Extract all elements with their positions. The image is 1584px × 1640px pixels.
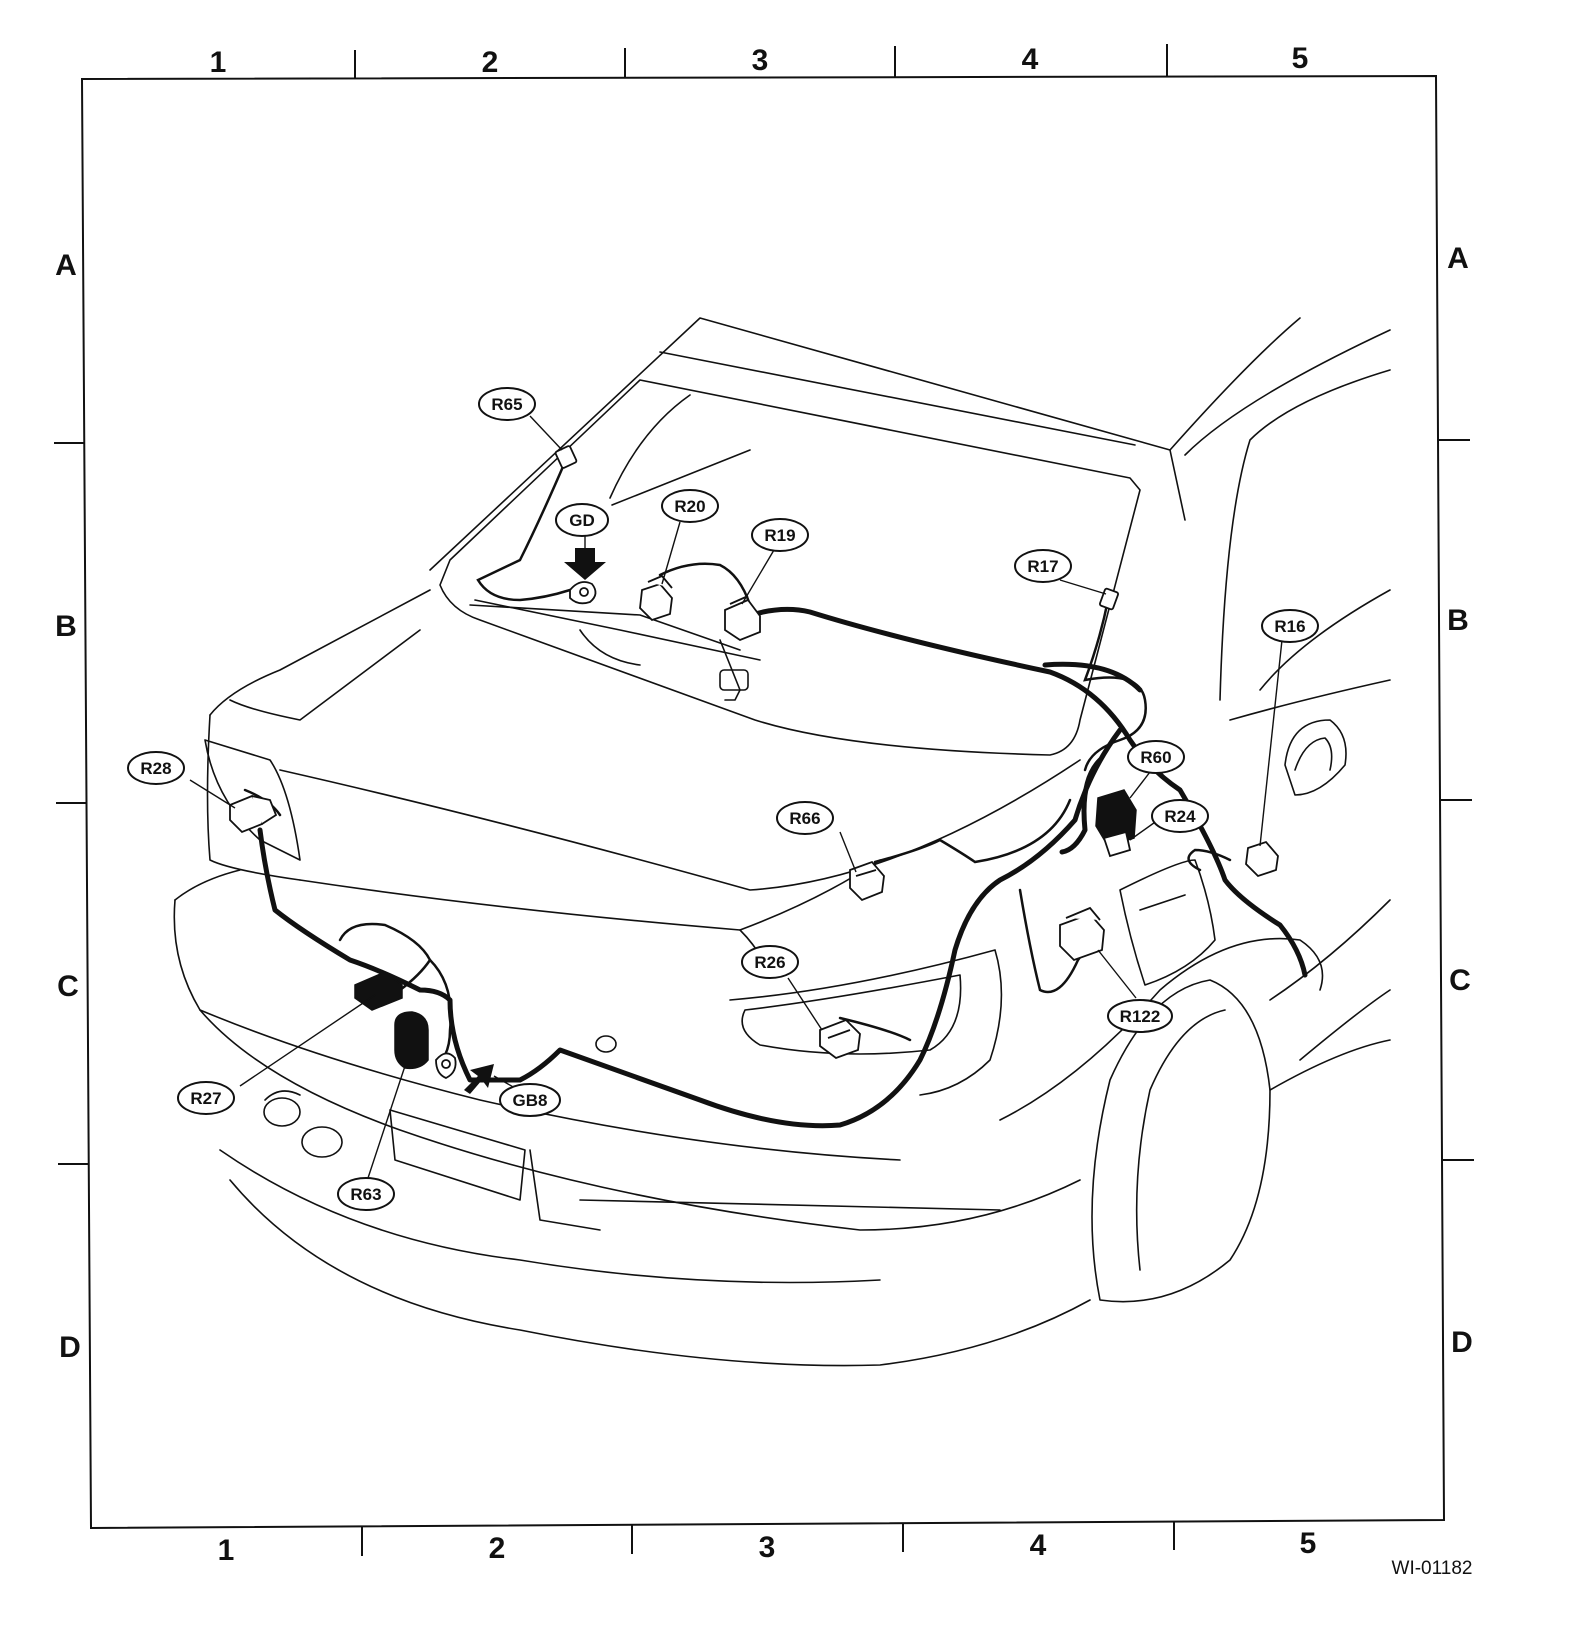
col-label-bottom: 1	[218, 1534, 235, 1567]
col-label-bottom: 3	[759, 1531, 776, 1564]
col-label-bottom: 5	[1300, 1527, 1317, 1560]
row-labels-right: A B C D	[1447, 242, 1473, 1359]
callout-label: R17	[1027, 557, 1058, 576]
callout-label: R66	[789, 809, 820, 828]
col-label-top: 2	[482, 46, 499, 79]
row-label-left: B	[55, 610, 77, 643]
left-row-dividers	[54, 442, 88, 1165]
col-label-top: 4	[1022, 43, 1039, 76]
callout-label: R19	[764, 526, 795, 545]
callout-R66[interactable]: R66	[776, 801, 834, 835]
callout-R26[interactable]: R26	[741, 945, 799, 979]
callout-label: R27	[190, 1089, 221, 1108]
callout-label: R16	[1274, 617, 1305, 636]
callout-R20[interactable]: R20	[661, 489, 719, 523]
col-label-top: 3	[752, 44, 769, 77]
callout-label: GB8	[513, 1091, 548, 1110]
ground-arrow-gb8	[464, 1064, 494, 1094]
car-body-outline	[173, 317, 1391, 1367]
callout-label: R20	[674, 497, 705, 516]
callout-label: R122	[1120, 1007, 1161, 1026]
col-label-top: 1	[210, 46, 227, 79]
callout-R65[interactable]: R65	[478, 387, 536, 421]
connector-shapes	[229, 445, 1279, 1079]
col-label-bottom: 4	[1030, 1529, 1047, 1562]
col-label-top: 5	[1292, 42, 1309, 75]
row-label-right: A	[1447, 242, 1469, 275]
callout-label: R65	[491, 395, 522, 414]
callout-GB8[interactable]: GB8	[499, 1083, 561, 1117]
main-wiring-harness	[257, 606, 1308, 1129]
callout-label: GD	[569, 511, 595, 530]
callout-label: R26	[754, 953, 785, 972]
row-labels-left: A B C D	[55, 249, 81, 1364]
callout-R60[interactable]: R60	[1127, 740, 1185, 774]
callout-R17[interactable]: R17	[1014, 549, 1072, 583]
column-labels-top: 1 2 3 4 5	[210, 42, 1309, 79]
callout-label: R60	[1140, 748, 1171, 767]
branch-wires	[243, 460, 1232, 1057]
bottom-column-dividers	[361, 1522, 1175, 1556]
callout-label: R28	[140, 759, 171, 778]
row-label-left: A	[55, 249, 77, 282]
row-label-left: C	[57, 970, 79, 1003]
callout-label: R63	[350, 1185, 381, 1204]
callout-R63[interactable]: R63	[337, 1177, 395, 1211]
callout-R122[interactable]: R122	[1107, 999, 1173, 1033]
row-label-right: B	[1447, 604, 1469, 637]
callout-GD[interactable]: GD	[555, 503, 609, 537]
callout-R28[interactable]: R28	[127, 751, 185, 785]
diagram-frame	[80, 74, 1446, 1530]
callout-R27[interactable]: R27	[177, 1081, 235, 1115]
callout-R19[interactable]: R19	[751, 518, 809, 552]
ground-arrow-gd	[564, 548, 606, 580]
top-column-dividers	[354, 44, 1168, 79]
callout-R24[interactable]: R24	[1151, 799, 1209, 833]
callout-label: R24	[1164, 807, 1196, 826]
right-row-dividers	[1438, 439, 1474, 1161]
row-label-right: D	[1451, 1326, 1473, 1359]
row-label-left: D	[59, 1331, 81, 1364]
col-label-bottom: 2	[489, 1532, 506, 1565]
callout-R16[interactable]: R16	[1261, 609, 1319, 643]
column-labels-bottom: 1 2 3 4 5	[218, 1527, 1317, 1567]
figure-id: WI-01182	[1392, 1558, 1473, 1579]
row-label-right: C	[1449, 964, 1471, 997]
